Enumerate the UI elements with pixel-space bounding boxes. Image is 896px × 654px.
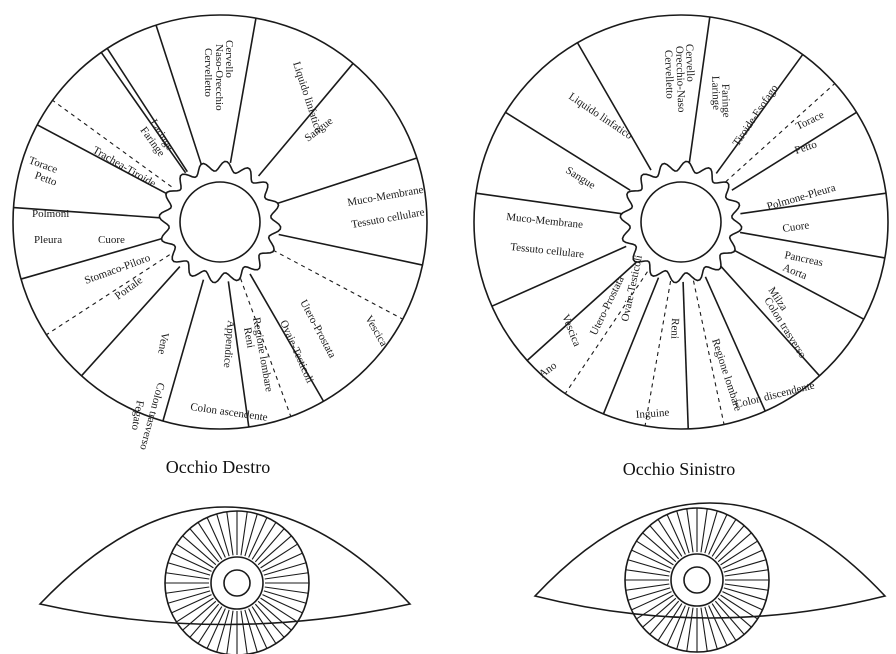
- left-iris-ray: [705, 607, 717, 649]
- left-iris-ray: [725, 584, 769, 590]
- left-iris-ray: [677, 607, 689, 649]
- left-zone-label: Tessuto cellulare: [510, 241, 585, 261]
- left-iris-ray: [626, 570, 670, 576]
- left-zone-label: Faringe: [719, 84, 732, 118]
- right-zone-label: Trachea-Tiroide: [91, 144, 158, 190]
- right-zone-label: Cervelletto: [202, 48, 214, 97]
- right-zone-label: Portale: [113, 274, 145, 302]
- left-zone-divider: [476, 193, 622, 213]
- right-zone-label: Pleura: [34, 234, 62, 246]
- right-iris-ray: [227, 611, 233, 654]
- right-pupil: [224, 570, 250, 596]
- right-zone-label: Vescica: [362, 314, 389, 349]
- left-eye-caption: Occhio Sinistro: [623, 459, 736, 479]
- right-iris-ray: [265, 587, 309, 593]
- right-zone-label: Tessuto cellulare: [350, 206, 425, 231]
- left-zone-label: Torace: [794, 109, 826, 133]
- left-zone-label: Cervelletto: [662, 50, 676, 100]
- left-iris-ray: [701, 608, 707, 652]
- right-iris-ray: [168, 563, 210, 575]
- left-zone-label: Regione lombare: [709, 337, 744, 413]
- right-iris-ray: [264, 563, 306, 575]
- iris-rays: [165, 508, 769, 654]
- right-zone-divider: [279, 234, 423, 265]
- left-iris-ray: [628, 560, 670, 572]
- left-zone-label: Sangue: [563, 164, 597, 191]
- left-iris-ray: [725, 570, 769, 576]
- left-iris-ray: [628, 588, 670, 600]
- left-iris-ray: [701, 509, 707, 553]
- left-zone-label: Ovaie-Testicoli: [619, 254, 645, 323]
- right-zone-label: Muco-Membrane: [346, 184, 424, 209]
- right-iris-ray: [265, 573, 309, 579]
- right-zone-label: Colon ascendente: [190, 401, 269, 424]
- right-eye-caption: Occhio Destro: [166, 457, 270, 477]
- right-zone-label: Polmoni: [32, 208, 69, 220]
- right-zone-label: Cuore: [98, 234, 125, 246]
- right-iris-ray: [166, 587, 210, 593]
- left-zone-divider: [683, 282, 688, 429]
- left-zone-label: Petto: [793, 138, 819, 157]
- left-zone-label: Muco-Membrane: [506, 211, 584, 231]
- right-wheel-pupil: [180, 182, 260, 262]
- left-zone-label: Vescica: [559, 313, 583, 349]
- wheel-dividers: [14, 17, 886, 429]
- right-iris-ray: [264, 591, 306, 603]
- left-zone-label: Reni: [668, 318, 681, 339]
- right-wheel-collarette: [159, 161, 280, 282]
- right-iris-ray: [245, 514, 257, 556]
- right-zone-label: Regione lombare: [250, 316, 275, 393]
- right-zone-label: Ovaie-Testicoli: [277, 318, 315, 385]
- left-zone-label: Utero-Prostata: [588, 274, 627, 337]
- right-iris-ray: [227, 512, 233, 556]
- right-iris-ray: [217, 514, 229, 556]
- left-iris-ray: [687, 509, 693, 553]
- right-iris-ray: [241, 512, 247, 556]
- left-zone-label: Ano: [537, 359, 560, 380]
- right-iris-ray: [168, 591, 210, 603]
- right-iris-ray: [245, 610, 257, 652]
- left-iris-ray: [724, 560, 766, 572]
- left-pupil: [684, 567, 710, 593]
- left-iris-ray: [677, 511, 689, 553]
- left-iris-ray: [626, 584, 670, 590]
- left-zone-label: Cuore: [782, 219, 810, 235]
- left-iris-ray: [705, 511, 717, 553]
- left-zone-label: Polmone-Pleura: [766, 182, 838, 213]
- left-collarette: [671, 554, 723, 606]
- right-zone-label: Appendice: [221, 320, 237, 369]
- left-iris-ray: [687, 608, 693, 652]
- left-zone-label: Inguine: [635, 407, 669, 421]
- right-zone-label: Vene: [155, 331, 171, 355]
- left-eye-drawing: [535, 503, 885, 618]
- right-zone-divider: [107, 48, 187, 171]
- left-wheel-pupil: [641, 182, 721, 262]
- left-zone-divider: [721, 267, 819, 376]
- right-iris-ray: [166, 573, 210, 579]
- left-zone-divider: [689, 17, 709, 163]
- wheel-centers: [159, 161, 741, 282]
- left-iris-ray: [724, 588, 766, 600]
- right-zone-divider: [163, 280, 204, 421]
- right-iris-ray: [241, 611, 247, 654]
- right-zone-divider: [273, 250, 403, 319]
- right-iris-ray: [217, 610, 229, 652]
- left-zone-label: Liquido linfatico: [566, 91, 635, 143]
- right-collarette: [211, 557, 263, 609]
